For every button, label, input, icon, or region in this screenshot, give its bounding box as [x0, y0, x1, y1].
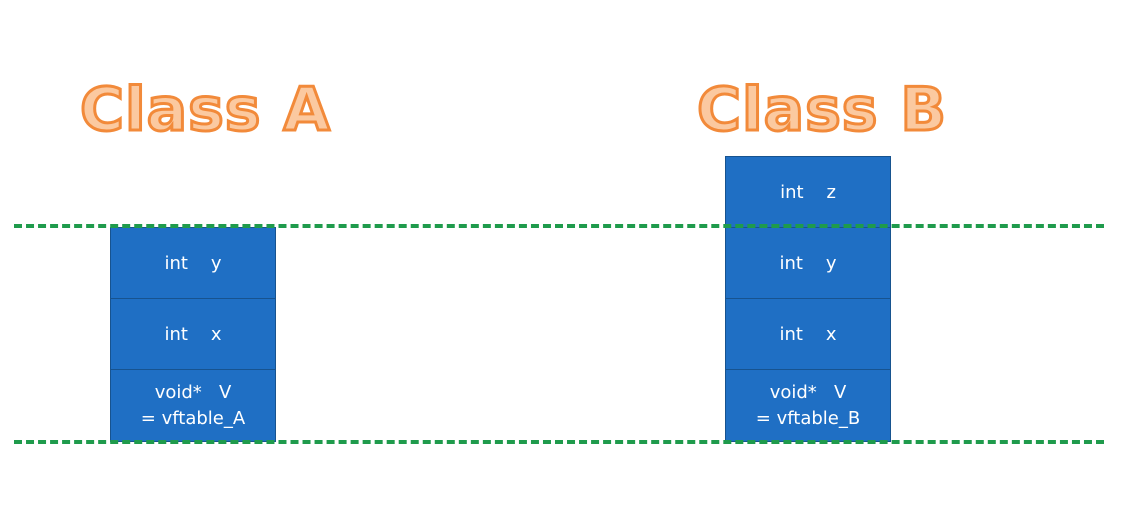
class-b-field-vptr: void* V = vftable_B	[726, 370, 890, 441]
field-label: int y	[779, 252, 837, 274]
field-label: int x	[164, 323, 222, 345]
field-value: = vftable_B	[755, 407, 861, 429]
field-value: = vftable_A	[140, 407, 246, 429]
class-b-field-z: int z	[726, 157, 890, 228]
field-label: int z	[780, 181, 836, 203]
field-label: int y	[164, 252, 222, 274]
field-label: void* V	[154, 381, 232, 403]
class-a-title: Class A	[79, 74, 332, 147]
field-label: void* V	[769, 381, 847, 403]
class-a-field-vptr: void* V = vftable_A	[111, 370, 275, 441]
field-label: int x	[779, 323, 837, 345]
class-b-memory-layout: int z int y int x void* V = vftable_B	[725, 156, 891, 442]
class-a-memory-layout: int y int x void* V = vftable_A	[110, 227, 276, 442]
class-b-field-y: int y	[726, 228, 890, 299]
class-b-field-x: int x	[726, 299, 890, 370]
class-b-title: Class B	[695, 74, 948, 147]
dashed-boundary-top	[14, 224, 1104, 228]
class-a-field-y: int y	[111, 228, 275, 299]
class-a-field-x: int x	[111, 299, 275, 370]
dashed-boundary-bottom	[14, 440, 1104, 444]
